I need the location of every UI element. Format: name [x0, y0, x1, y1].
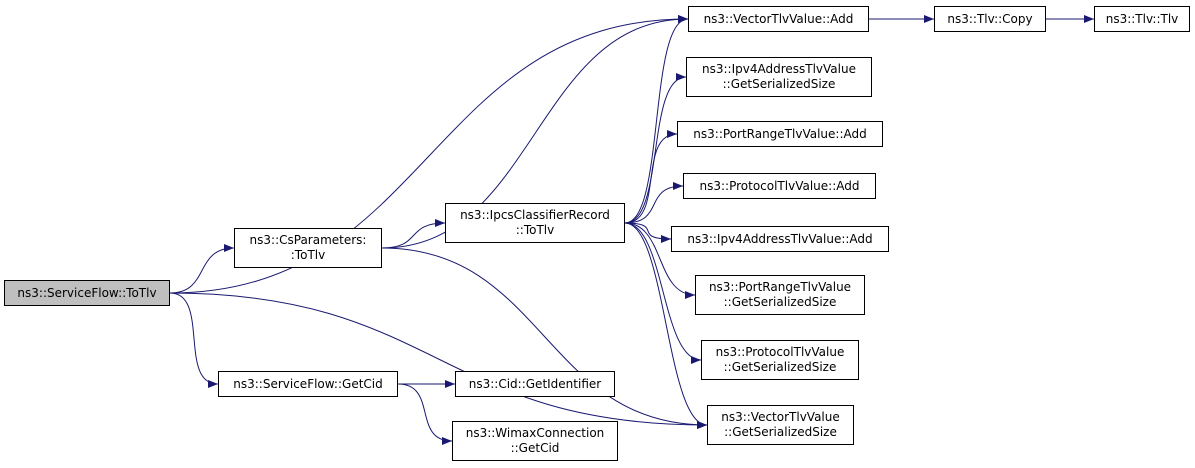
node-label: ns3::IpcsClassifierRecord: [460, 208, 610, 222]
node-label: ::GetSerializedSize: [724, 425, 837, 439]
edge-ipcsclassifierrecord-totlv-to-portrangetlvvalue-getserializedsize: [624, 222, 696, 299]
node-protocoltlvvalue-getserializedsize[interactable]: ns3::ProtocolTlvValue ::GetSerializedSiz…: [701, 340, 859, 380]
node-label: ns3::WimaxConnection: [465, 426, 605, 440]
edge-serviceflow-totlv-to-vectortlvvalue-add: [169, 15, 689, 294]
node-label: ns3::CsParameters:: [249, 233, 367, 247]
node-label: ::ToTlv: [515, 223, 555, 237]
node-label: ns3::Cid::GetIdentifier: [468, 376, 602, 391]
node-wimaxconnection-getcid[interactable]: ns3::WimaxConnection ::GetCid: [452, 421, 618, 461]
node-label: ns3::PortRangeTlvValue::Add: [693, 126, 867, 141]
node-csparameters-totlv[interactable]: ns3::CsParameters: :ToTlv: [234, 228, 382, 268]
node-label: ::GetSerializedSize: [723, 360, 837, 374]
edge-ipcsclassifierrecord-totlv-to-vectortlvvalue-add: [624, 15, 689, 224]
node-ipv4addresstlvvalue-add[interactable]: ns3::Ipv4AddressTlvValue::Add: [671, 226, 889, 252]
node-ipv4addresstlvvalue-getserializedsize[interactable]: ns3::Ipv4AddressTlvValue ::GetSerialized…: [686, 57, 872, 97]
node-label: :ToTlv: [290, 248, 326, 262]
node-label: ns3::VectorTlvValue: [721, 410, 840, 424]
edge-csparameters-totlv-to-ipcsclassifierrecord-totlv: [381, 219, 446, 249]
node-serviceflow-getcid[interactable]: ns3::ServiceFlow::GetCid: [218, 371, 398, 397]
edge-csparameters-totlv-to-vectortlvvalue-add: [381, 15, 689, 249]
node-tlv-tlv[interactable]: ns3::Tlv::Tlv: [1094, 6, 1190, 32]
node-label: ns3::Ipv4AddressTlvValue::Add: [687, 231, 873, 246]
node-label: ns3::Ipv4AddressTlvValue: [702, 62, 856, 76]
node-label: ns3::ServiceFlow::ToTlv: [17, 285, 157, 300]
edge-serviceflow-totlv-to-serviceflow-getcid: [169, 292, 219, 388]
node-label: ::GetCid: [510, 441, 560, 455]
edge-serviceflow-getcid-to-wimaxconnection-getcid: [397, 383, 453, 445]
edge-ipcsclassifierrecord-totlv-to-ipv4addresstlvvalue-add: [624, 222, 672, 243]
node-label: ns3::ProtocolTlvValue: [715, 345, 845, 359]
node-vectortlvvalue-getserializedsize[interactable]: ns3::VectorTlvValue ::GetSerializedSize: [707, 405, 854, 445]
node-label: ns3::Tlv::Copy: [947, 11, 1033, 26]
edge-csparameters-totlv-to-vectortlvvalue-getserializedsize: [381, 247, 708, 429]
node-label: ns3::ServiceFlow::GetCid: [233, 376, 383, 391]
node-cid-getidentifier[interactable]: ns3::Cid::GetIdentifier: [455, 371, 615, 397]
node-portrangetlvvalue-getserializedsize[interactable]: ns3::PortRangeTlvValue ::GetSerializedSi…: [695, 275, 865, 315]
edge-ipcsclassifierrecord-totlv-to-vectortlvvalue-getserializedsize: [624, 222, 708, 429]
node-ipcsclassifierrecord-totlv[interactable]: ns3::IpcsClassifierRecord ::ToTlv: [445, 203, 625, 243]
edge-ipcsclassifierrecord-totlv-to-ipv4addresstlvvalue-getserializedsize: [624, 73, 687, 224]
node-protocoltlvvalue-add[interactable]: ns3::ProtocolTlvValue::Add: [683, 173, 876, 199]
node-portrangetlvvalue-add[interactable]: ns3::PortRangeTlvValue::Add: [677, 121, 883, 147]
node-label: ns3::VectorTlvValue::Add: [703, 11, 854, 26]
node-tlv-copy[interactable]: ns3::Tlv::Copy: [934, 6, 1046, 32]
edge-ipcsclassifierrecord-totlv-to-protocoltlvvalue-getserializedsize: [624, 222, 702, 364]
node-label: ns3::Tlv::Tlv: [1105, 11, 1179, 26]
node-label: ns3::PortRangeTlvValue: [708, 280, 852, 294]
edge-serviceflow-totlv-to-csparameters-totlv: [169, 244, 235, 294]
node-label: ns3::ProtocolTlvValue::Add: [699, 178, 860, 193]
node-serviceflow-totlv: ns3::ServiceFlow::ToTlv: [4, 280, 170, 306]
edge-serviceflow-totlv-to-vectortlvvalue-getserializedsize: [169, 292, 708, 429]
node-label: ::GetSerializedSize: [723, 295, 837, 309]
edge-ipcsclassifierrecord-totlv-to-protocoltlvvalue-add: [624, 182, 684, 224]
node-vectortlvvalue-add[interactable]: ns3::VectorTlvValue::Add: [688, 6, 869, 32]
edge-ipcsclassifierrecord-totlv-to-portrangetlvvalue-add: [624, 130, 678, 224]
node-label: ::GetSerializedSize: [722, 77, 836, 91]
